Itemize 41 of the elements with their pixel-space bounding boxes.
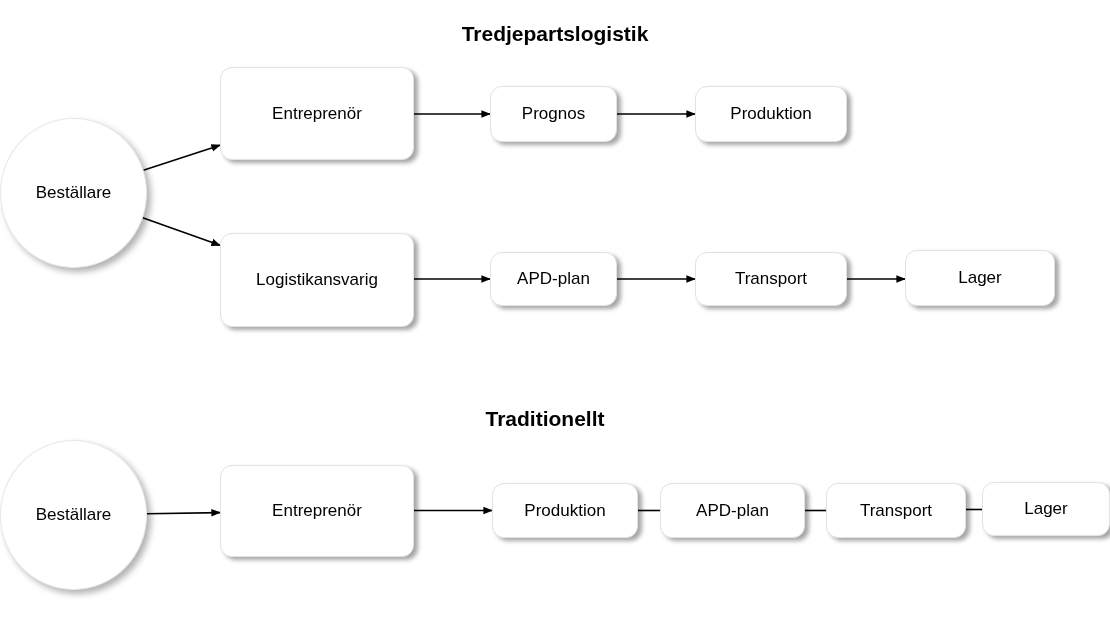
node-label: Produktion [524, 500, 606, 521]
node-label: Prognos [521, 104, 586, 124]
node-label: APD-plan [696, 500, 769, 521]
process-box [826, 483, 966, 538]
arrow [616, 275, 696, 283]
arrow [146, 508, 221, 517]
process-box [220, 233, 414, 327]
node-label: Beställare [35, 183, 112, 203]
connector-line [637, 509, 661, 512]
node-label: Logistikansvarig [256, 270, 378, 290]
process-box [220, 67, 414, 160]
node-label: Beställare [35, 505, 112, 525]
node-label: Entreprenör [272, 501, 362, 521]
node-label: Produktion [730, 104, 812, 124]
node-label: Lager [1024, 499, 1068, 519]
heading: Tredjepartslogistik [461, 22, 649, 46]
arrow [413, 275, 491, 283]
node-label: Transport [734, 269, 808, 289]
node-label: Transport [859, 500, 933, 521]
node-label: APD-plan [517, 269, 590, 289]
circle-node [0, 118, 147, 268]
process-box [220, 465, 414, 557]
process-box [490, 252, 617, 306]
arrow [413, 506, 493, 515]
arrow [142, 144, 221, 171]
arrow [413, 110, 491, 118]
process-box [490, 86, 617, 142]
circle-node [0, 440, 147, 590]
node-label: Lager [958, 268, 1002, 288]
process-box [492, 483, 638, 538]
process-box [660, 483, 805, 538]
connector-line [804, 509, 827, 512]
process-box [982, 482, 1110, 536]
process-box [695, 86, 847, 142]
arrow [141, 216, 221, 247]
arrow [846, 275, 906, 283]
heading: Traditionellt [485, 407, 605, 431]
arrow [616, 110, 696, 118]
process-box [695, 252, 847, 306]
process-box [905, 250, 1055, 306]
node-label: Entreprenör [272, 103, 362, 124]
